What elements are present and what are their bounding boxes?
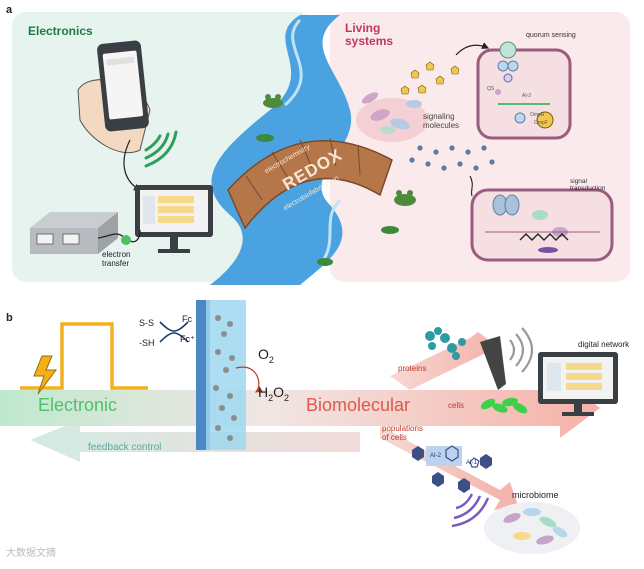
- microbiome-cluster: [484, 502, 580, 554]
- signaling-molecules-cluster: [356, 98, 428, 142]
- signal-transduction-cell: [470, 188, 614, 262]
- bacterial-cell: [476, 41, 572, 140]
- main-arrow: [0, 378, 600, 438]
- panel-a-label: a: [6, 4, 13, 16]
- bacteria-icons: [361, 92, 422, 108]
- bridge: [227, 137, 393, 230]
- panel-b-label: b: [6, 312, 13, 324]
- frog-icon: [263, 94, 283, 108]
- ferrocenium-label: Fc⁺: [180, 334, 195, 344]
- cell-label-ompf: OmpF: [534, 120, 548, 126]
- oxygen-label: O2: [258, 346, 274, 365]
- digital-network-label: digital network: [578, 340, 630, 349]
- quorum-sensing-label: quorum sensing: [526, 32, 576, 39]
- electron-icon: [121, 235, 131, 245]
- hydrogel-layer: [206, 300, 246, 450]
- small-molecule-icons: [445, 445, 480, 468]
- lily-pad: [381, 226, 399, 234]
- wireless-signal-icon: [509, 327, 534, 373]
- feedback-control-label: feedback control: [88, 442, 162, 453]
- wireless-signal-icon: [144, 130, 178, 168]
- frog-icon: [394, 190, 416, 206]
- signaling-molecule-icons: [400, 61, 460, 95]
- panel-b: b S-S -SH Fc Fc⁺ O2 H2O2 Electronic Biom…: [0, 300, 644, 564]
- ai2-label: AI-2: [430, 453, 442, 459]
- biomolecular-label: Biomolecular: [306, 395, 411, 415]
- population-icons: [412, 446, 492, 493]
- lily-pad: [256, 134, 274, 142]
- panel-a: a Electronics Living systems electron tr…: [6, 4, 630, 285]
- molecule-dots: [409, 145, 495, 171]
- upper-branch-arrow: [390, 332, 500, 390]
- cell-cluster-icon: [480, 397, 528, 414]
- lily-pad: [317, 258, 333, 266]
- ai1-label: AI-1: [466, 460, 478, 466]
- watermark: 大数据文摘: [6, 548, 56, 559]
- thiol-label: -SH: [139, 338, 155, 348]
- ferrocene-label: Fc: [182, 314, 192, 324]
- signaling-molecules-label: signaling molecules: [423, 112, 460, 130]
- cell-label-ai2: AI-2: [522, 93, 532, 99]
- protein-icons: [425, 327, 466, 360]
- hydrogen-peroxide-label: H2O2: [258, 384, 290, 403]
- electrode-probe-icon: [480, 336, 506, 390]
- living-systems-title: Living systems: [345, 21, 394, 48]
- cell-label-ompr: OmpR: [530, 112, 545, 118]
- microbiome-signal-icon: [451, 493, 490, 528]
- electron-transfer-label: electron transfer: [102, 250, 131, 268]
- electronics-title: Electronics: [28, 24, 93, 38]
- polymer-network: [213, 315, 237, 441]
- feedback-control-arrow: [30, 420, 360, 462]
- signal-transduction-label: signal transduction: [570, 178, 606, 192]
- computer-monitor-icon: [135, 185, 213, 253]
- cells-label: cells: [448, 401, 465, 410]
- disulfide-label: S-S: [139, 318, 155, 328]
- smartphone-icon: [77, 40, 151, 154]
- microbiome-label: microbiome: [512, 490, 559, 500]
- lower-branch-arrow: [380, 426, 518, 510]
- cell-label-qs: QS: [487, 86, 495, 92]
- voltage-pulse: [20, 322, 148, 390]
- panel-b-illustration: [0, 300, 618, 554]
- computer-monitor-icon: [538, 352, 618, 416]
- panel-a-illustration: [12, 12, 630, 285]
- lightning-icon: [33, 355, 57, 395]
- potentiostat-device-icon: [30, 212, 118, 254]
- proteins-label: proteins: [398, 364, 427, 373]
- populations-label: populations of cells: [382, 424, 423, 442]
- electronic-label: Electronic: [38, 395, 118, 415]
